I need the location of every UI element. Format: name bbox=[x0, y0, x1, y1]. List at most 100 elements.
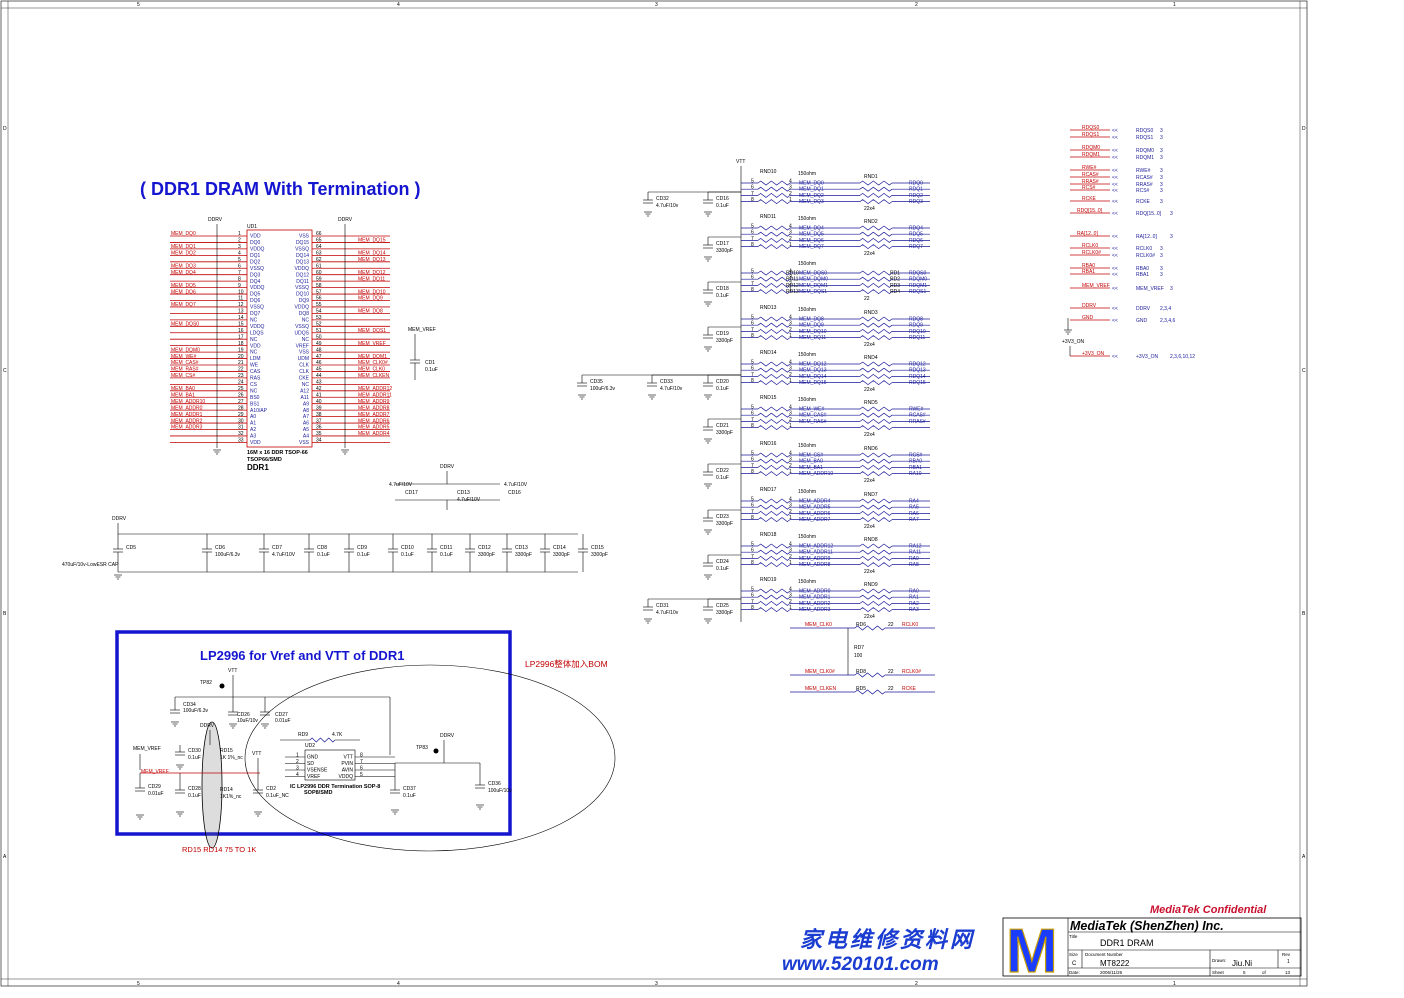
rn-left-value: 150ohm bbox=[798, 397, 816, 403]
resistor bbox=[757, 406, 791, 412]
resistor bbox=[757, 328, 791, 334]
resistor bbox=[859, 452, 893, 458]
pin-number: 17 bbox=[238, 334, 244, 340]
net-label: MEM_DQS1 bbox=[358, 328, 386, 334]
resistor bbox=[757, 471, 791, 477]
ddrv2-label: DDRV bbox=[440, 733, 455, 739]
pin-number: 6 bbox=[751, 230, 754, 236]
net-label: MEM_DQ15 bbox=[358, 238, 386, 244]
port-wire-label: GND bbox=[1082, 315, 1094, 321]
port-wire-label: RCLK0 bbox=[1082, 243, 1098, 249]
resistor bbox=[757, 543, 791, 549]
ud2-pin: GND bbox=[307, 755, 319, 761]
resistor bbox=[859, 464, 893, 470]
resistor bbox=[859, 607, 893, 613]
company-name: MediaTek (ShenZhen) Inc. bbox=[1070, 919, 1224, 933]
port-sheet: 3 bbox=[1160, 168, 1163, 174]
pin-name: VDD bbox=[250, 440, 261, 446]
cap-value: 0.1uF bbox=[716, 386, 729, 392]
resistor bbox=[859, 504, 893, 510]
net-label: MEM_DQ14 bbox=[799, 374, 827, 380]
cap-value: 0.1uF bbox=[716, 203, 729, 209]
resistor bbox=[859, 588, 893, 594]
pin-number: 2 bbox=[789, 599, 792, 605]
net-label: RDQ9 bbox=[909, 323, 923, 329]
pin-number: 37 bbox=[316, 418, 322, 424]
port-sheet: 3 bbox=[1160, 135, 1163, 141]
net-label: MEM_ADDR11 bbox=[799, 550, 833, 556]
title-block: MediaTek Confidential M MediaTek (ShenZh… bbox=[1002, 904, 1302, 987]
pin-number: 3 bbox=[789, 275, 792, 281]
pin-number: 1 bbox=[789, 423, 792, 429]
vtt-label: VTT bbox=[228, 668, 237, 674]
net-label: RA5 bbox=[909, 505, 919, 511]
pin-number: 41 bbox=[316, 392, 322, 398]
pin-number: 8 bbox=[238, 276, 241, 282]
cap-ref: CD16 bbox=[716, 196, 729, 202]
rn-right-ref: RND3 bbox=[864, 310, 878, 316]
pin-number: 4 bbox=[789, 405, 792, 411]
pin-number: 3 bbox=[238, 244, 241, 250]
resistor bbox=[859, 186, 893, 192]
resistor bbox=[859, 361, 893, 367]
pin-number: 65 bbox=[316, 238, 322, 244]
border-row-label: A bbox=[3, 854, 7, 860]
port-arrow: << bbox=[1112, 286, 1118, 292]
port-name: RDQS0 bbox=[1136, 128, 1153, 134]
port-arrow: << bbox=[1112, 168, 1118, 174]
pin-number: 16 bbox=[238, 328, 244, 334]
net-label: MEM_ADDR8 bbox=[358, 405, 390, 411]
net-label: MEM_ADDR9 bbox=[358, 399, 390, 405]
pin-name: VSSQ bbox=[295, 285, 309, 291]
pin-number: 39 bbox=[316, 405, 322, 411]
net-label: RDQM1 bbox=[909, 283, 927, 289]
cap-value: 100uF/6.3v bbox=[590, 386, 616, 392]
rd15-val: 1K 1%_nc bbox=[220, 755, 243, 761]
pin-name: NC bbox=[302, 337, 310, 343]
pin-number: 44 bbox=[316, 373, 322, 379]
rn-right-value: 22x4 bbox=[864, 524, 875, 530]
rev-value: 1 bbox=[1287, 959, 1290, 965]
net-label: MEM_DQ7 bbox=[799, 244, 824, 250]
resistor-ref: RD6 bbox=[856, 622, 866, 628]
pin-name: A8 bbox=[303, 408, 309, 414]
port-sheet: 3 bbox=[1160, 182, 1163, 188]
pin-number: 4 bbox=[789, 542, 792, 548]
net-label: MEM_ADDR4 bbox=[799, 499, 831, 505]
pin-number: 60 bbox=[316, 270, 322, 276]
net-label: MEM_DQ4 bbox=[171, 270, 196, 276]
cap-ref: CD24 bbox=[716, 559, 729, 565]
resistor bbox=[757, 607, 791, 613]
port-wire-label: RCS# bbox=[1082, 185, 1096, 191]
border-col-label: 5 bbox=[137, 981, 140, 987]
port-arrow: << bbox=[1112, 148, 1118, 154]
net-label: MEM_DQS1 bbox=[799, 289, 827, 295]
resistor bbox=[757, 270, 791, 276]
port-wire-label: RCAS# bbox=[1082, 172, 1099, 178]
port-wire-label: RWE# bbox=[1082, 165, 1097, 171]
net-label: RA0 bbox=[909, 589, 919, 595]
resistor bbox=[859, 555, 893, 561]
rn-right-ref: RND2 bbox=[864, 219, 878, 225]
confidential-label: MediaTek Confidential bbox=[1150, 904, 1267, 916]
net-label: RDQ15 bbox=[909, 380, 926, 386]
ud2-pin-num: 3 bbox=[296, 766, 299, 772]
pin-number: 4 bbox=[789, 179, 792, 185]
net-label: MEM_ADDR10 bbox=[171, 399, 205, 405]
resistor bbox=[757, 425, 791, 431]
resistor bbox=[757, 510, 791, 516]
cap-value: 3300pF bbox=[515, 552, 532, 558]
resistor bbox=[859, 458, 893, 464]
cap-value: 3300pF bbox=[478, 552, 495, 558]
pin-number: 64 bbox=[316, 244, 322, 250]
cd1-group: MEM_VREF CD1 0.1uF bbox=[408, 327, 438, 380]
cap-ref: CD13 bbox=[515, 545, 528, 551]
pin-number: 10 bbox=[238, 289, 244, 295]
border-col-label: 2 bbox=[915, 981, 918, 987]
pin-name: RAS bbox=[250, 376, 261, 382]
net-label: MEM_BA1 bbox=[799, 465, 823, 471]
cap-cd16-val: 4.7uF/10V bbox=[504, 482, 528, 488]
pin-name: VDDQ bbox=[295, 266, 310, 272]
drawn-label: Drawn: bbox=[1212, 958, 1226, 963]
resistor bbox=[757, 180, 791, 186]
